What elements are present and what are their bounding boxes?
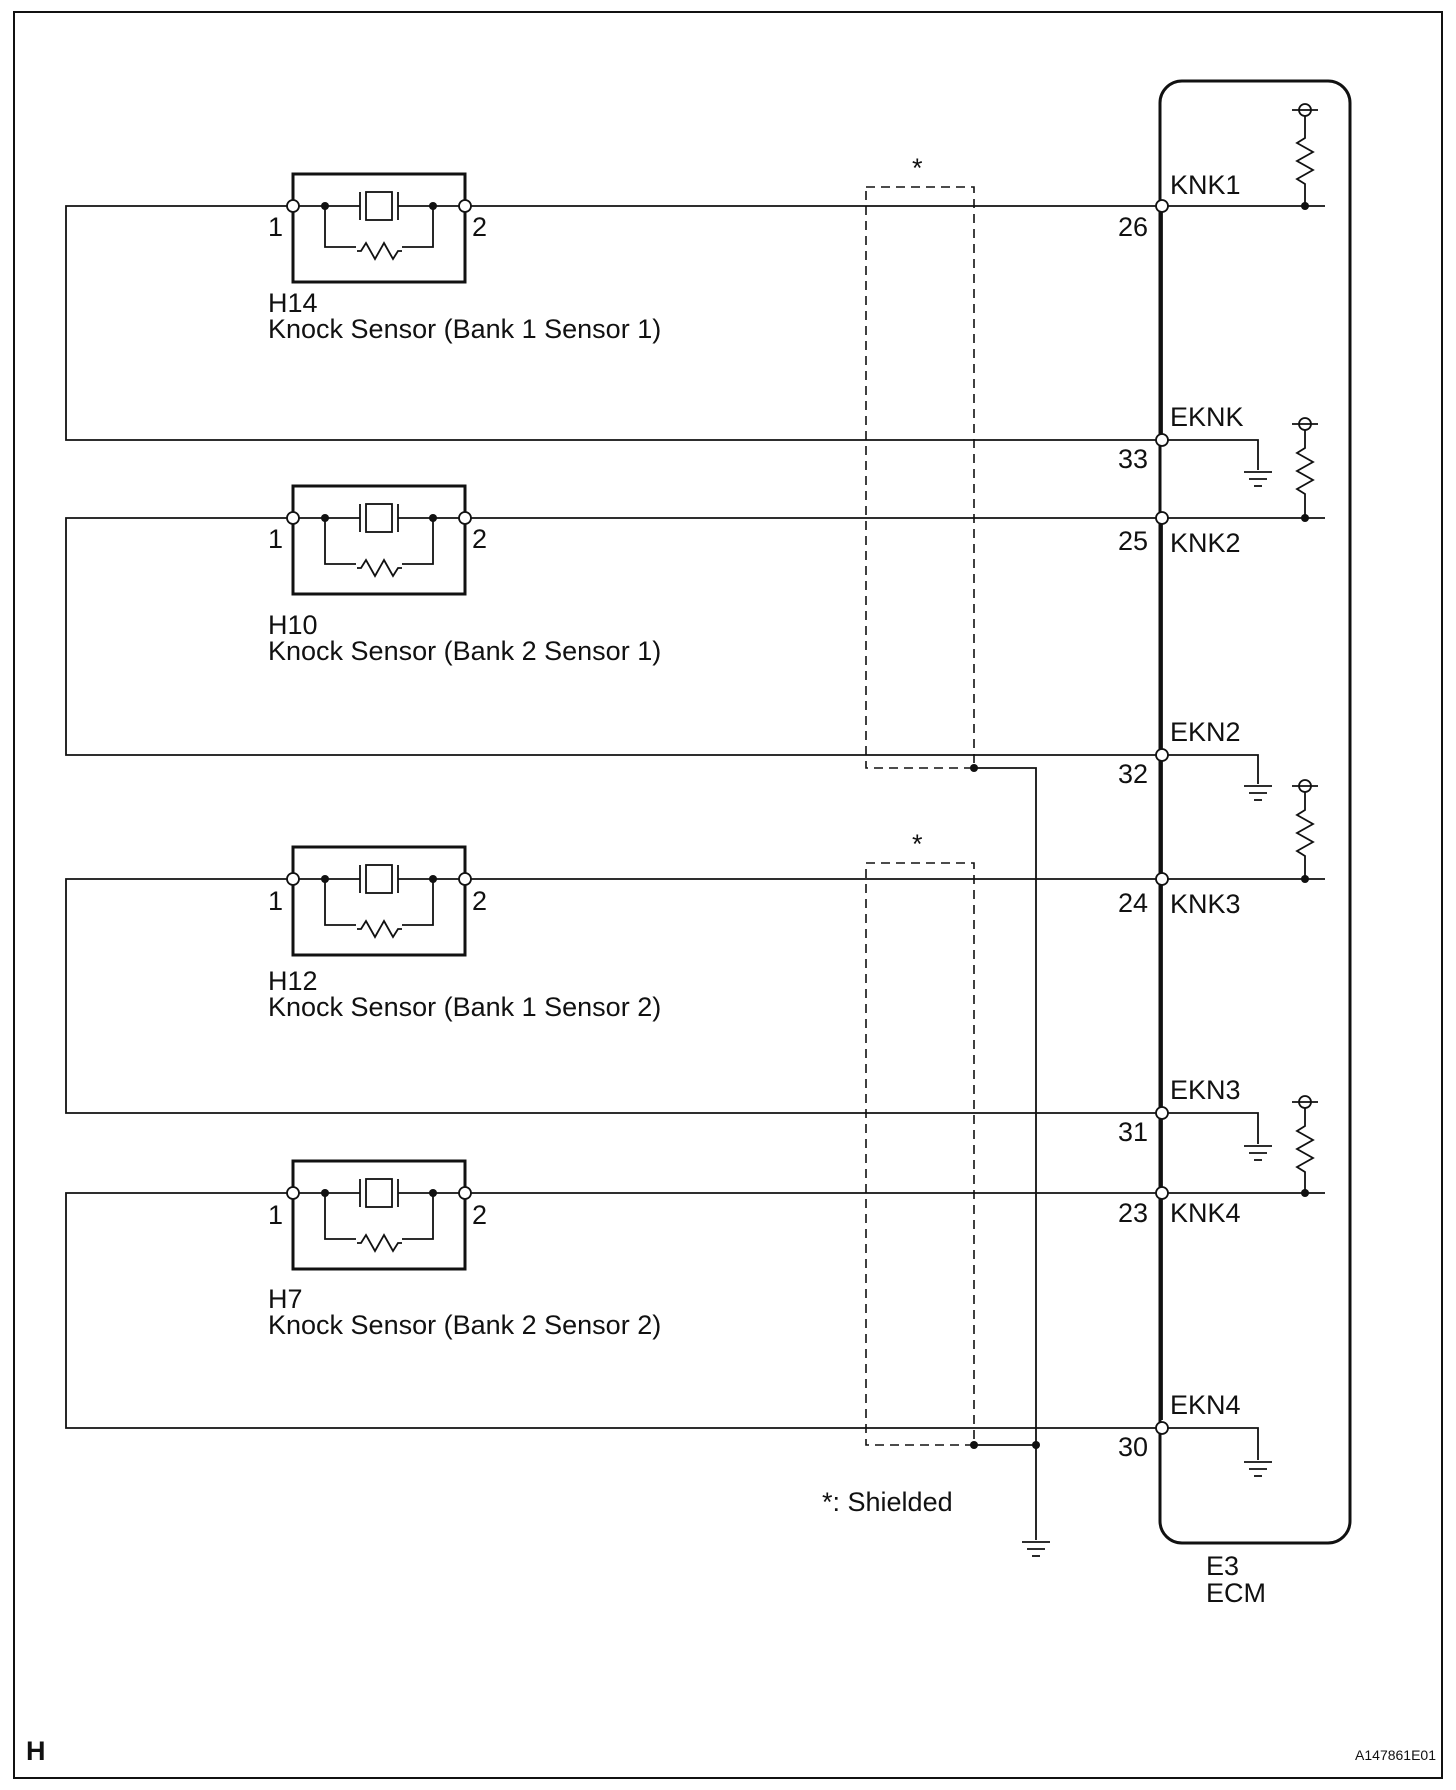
resistor-icon [356,559,403,577]
terminal [458,199,472,213]
sensor-body [291,845,467,957]
sensor-name: Knock Sensor (Bank 2 Sensor 1) [268,636,661,666]
pull-up-resistor-icon [1292,417,1318,499]
footer-section-letter: H [26,1736,46,1766]
pull-up-resistor-icon [1292,1095,1318,1177]
terminal [286,511,300,525]
ecm-terminal-knk1: KNK1 26 [1118,103,1325,242]
terminal-pin: 25 [1118,526,1148,556]
sensor-name: Knock Sensor (Bank 1 Sensor 1) [268,314,661,344]
ground-icon [1243,471,1273,487]
terminal-pin: 31 [1118,1117,1148,1147]
piezo-crystal-icon [359,864,399,894]
sensor-h14: 1 2 H14 Knock Sensor (Bank 1 Sensor 1) [268,172,661,344]
terminal-name: EKNK [1170,402,1244,432]
wire-eknk [65,205,1156,441]
footer-figure-code: A147861E01 [1355,1747,1436,1763]
terminal [458,1186,472,1200]
terminal-name: EKN3 [1170,1075,1241,1105]
ecm-terminal-eknk: EKNK 33 [1118,402,1273,487]
sensor-id: H10 [268,610,318,640]
pull-up-resistor-icon [1292,103,1318,189]
pin-1: 1 [268,524,283,554]
pin-2: 2 [472,1200,487,1230]
sensor-h7: 1 2 H7 Knock Sensor (Bank 2 Sensor 2) [268,1159,661,1340]
terminal-pin: 23 [1118,1198,1148,1228]
terminal [458,872,472,886]
sensor-id: H7 [268,1284,303,1314]
pin-2: 2 [472,886,487,916]
sensor-id: H12 [268,966,318,996]
piezo-crystal-icon [359,503,399,533]
ecm-name: ECM [1206,1578,1266,1608]
ground-icon [1243,1145,1273,1161]
shield-drain-wire [974,767,1037,1540]
terminal-pin: 24 [1118,888,1148,918]
ecm-terminal-knk3: KNK3 24 [1118,779,1325,919]
shield-legend: *: Shielded [822,1487,953,1517]
terminal-pin: 26 [1118,212,1148,242]
resistor-icon [356,242,403,260]
pin-1: 1 [268,886,283,916]
ecm-terminal-ekn4: EKN4 30 [1118,1390,1273,1477]
sensor-name: Knock Sensor (Bank 2 Sensor 2) [268,1310,661,1340]
ground-icon [1021,1541,1051,1557]
terminal [458,511,472,525]
sensor-h12: 1 2 H12 Knock Sensor (Bank 1 Sensor 2) [268,845,661,1022]
sensor-body [291,484,467,596]
shield-upper [865,186,975,769]
ecm-box [1158,79,1352,1545]
ecm-terminal-knk2: KNK2 25 [1118,417,1325,558]
terminal [286,1186,300,1200]
sensor-name: Knock Sensor (Bank 1 Sensor 2) [268,992,661,1022]
ecm-terminal-ekn3: EKN3 31 [1118,1075,1273,1161]
terminal [286,199,300,213]
piezo-crystal-icon [359,1178,399,1208]
terminal-name: EKN2 [1170,717,1241,747]
wire-ekn2 [65,517,1156,756]
shield-marker: * [912,153,923,183]
ground-icon [1243,1461,1273,1477]
terminal-pin: 32 [1118,759,1148,789]
wire-ekn3 [65,878,1156,1114]
sensor-h10: 1 2 H10 Knock Sensor (Bank 2 Sensor 1) [268,484,661,666]
ground-icon [1243,785,1273,801]
pull-up-resistor-icon [1292,779,1318,861]
pin-2: 2 [472,212,487,242]
resistor-icon [356,920,403,938]
terminal-name: KNK4 [1170,1198,1241,1228]
ecm-terminal-ekn2: EKN2 32 [1118,717,1273,801]
piezo-crystal-icon [359,191,399,221]
terminal-name: KNK2 [1170,528,1241,558]
terminal-name: EKN4 [1170,1390,1241,1420]
terminal-pin: 30 [1118,1432,1148,1462]
diagram-frame [13,11,1443,1779]
ecm-terminal-knk4: KNK4 23 [1118,1095,1325,1228]
terminal-name: KNK1 [1170,170,1241,200]
terminal-name: KNK3 [1170,889,1241,919]
pin-1: 1 [268,212,283,242]
sensor-body [291,1159,467,1271]
sensor-id: H14 [268,288,318,318]
shield-marker: * [912,829,923,859]
resistor-icon [356,1234,403,1252]
pin-2: 2 [472,524,487,554]
wire-ekn4 [65,1192,1156,1429]
terminal [286,872,300,886]
terminal-pin: 33 [1118,444,1148,474]
sensor-body [291,172,467,284]
ecm-connector-id: E3 [1206,1551,1239,1581]
pin-1: 1 [268,1200,283,1230]
shield-lower [865,862,975,1446]
